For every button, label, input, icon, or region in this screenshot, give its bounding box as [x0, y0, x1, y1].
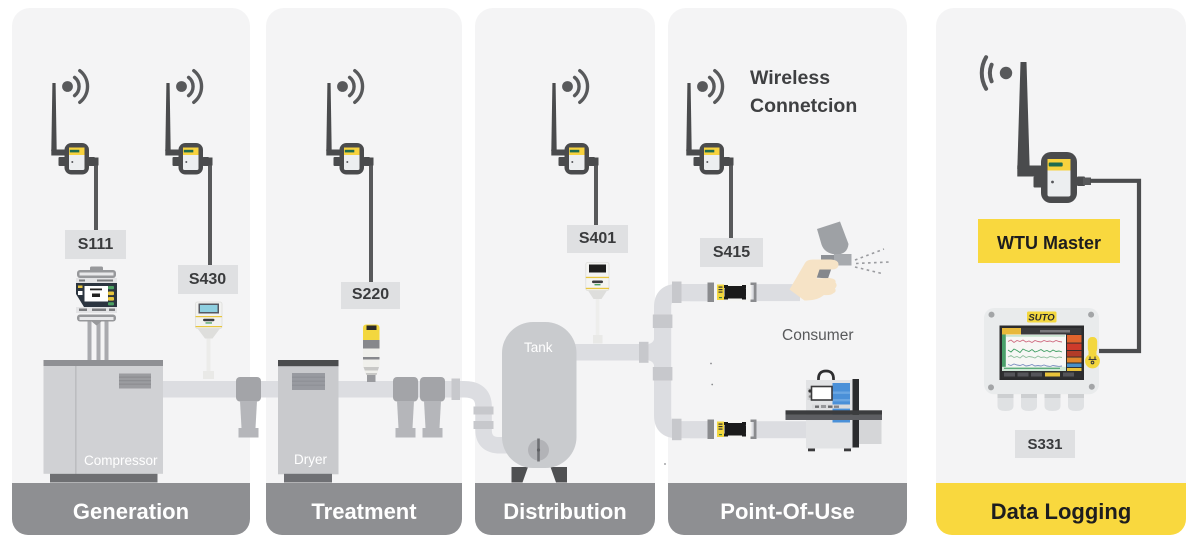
svg-text:SUTO: SUTO	[1028, 313, 1055, 324]
